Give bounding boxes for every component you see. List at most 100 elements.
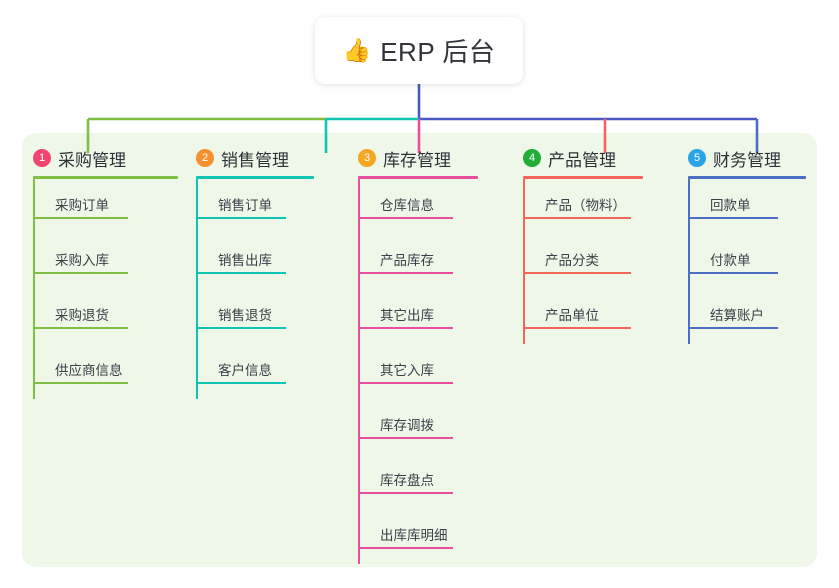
branch-item-underline xyxy=(358,382,453,384)
branch-item-underline xyxy=(688,327,778,329)
branch-underline-3 xyxy=(358,176,478,179)
branch-children-1: 采购订单采购入库采购退货供应商信息 xyxy=(33,179,178,399)
branch-spine-5 xyxy=(688,179,690,344)
branch-header-5[interactable]: 5 财务管理 xyxy=(688,145,806,171)
branch-title-2: 销售管理 xyxy=(221,150,289,170)
branch-item[interactable]: 产品（物料） xyxy=(523,179,643,234)
branch-item-underline xyxy=(358,327,453,329)
branch-item-underline xyxy=(358,547,453,549)
branch-item-label: 销售出库 xyxy=(218,253,272,268)
branch-item-label: 仓库信息 xyxy=(380,198,434,213)
branch-badge-3: 3 xyxy=(358,149,376,167)
branch-item-underline xyxy=(33,327,128,329)
branch-item-underline xyxy=(196,217,286,219)
branch-item[interactable]: 库存调拨 xyxy=(358,399,478,454)
branch-item-underline xyxy=(358,492,453,494)
branch-column-2: 2 销售管理销售订单销售出库销售退货客户信息 xyxy=(196,145,314,399)
branch-children-3: 仓库信息产品库存其它出库其它入库库存调拨库存盘点出库库明细 xyxy=(358,179,478,564)
branch-badge-1: 1 xyxy=(33,149,51,167)
branch-item-label: 客户信息 xyxy=(218,363,272,378)
branch-item-underline xyxy=(523,272,631,274)
branch-spine-1 xyxy=(33,179,35,399)
branch-item-label: 采购入库 xyxy=(55,253,109,268)
branch-badge-5: 5 xyxy=(688,149,706,167)
branch-item-label: 采购订单 xyxy=(55,198,109,213)
branch-item-label: 库存调拨 xyxy=(380,418,434,433)
branch-item[interactable]: 采购入库 xyxy=(33,234,178,289)
branch-item-label: 产品分类 xyxy=(545,253,599,268)
branch-spine-3 xyxy=(358,179,360,564)
branch-column-5: 5 财务管理回款单付款单结算账户 xyxy=(688,145,806,344)
root-node[interactable]: 👍 ERP 后台 xyxy=(315,17,523,84)
branch-item-underline xyxy=(196,382,286,384)
branch-item[interactable]: 销售退货 xyxy=(196,289,314,344)
branch-badge-4: 4 xyxy=(523,149,541,167)
branch-item[interactable]: 客户信息 xyxy=(196,344,314,399)
branch-item[interactable]: 采购退货 xyxy=(33,289,178,344)
branch-item[interactable]: 采购订单 xyxy=(33,179,178,234)
branch-item[interactable]: 付款单 xyxy=(688,234,806,289)
branch-spine-2 xyxy=(196,179,198,399)
branch-item-underline xyxy=(688,272,778,274)
branch-item[interactable]: 产品库存 xyxy=(358,234,478,289)
branch-item-underline xyxy=(358,272,453,274)
branch-column-4: 4 产品管理产品（物料） 产品分类产品单位 xyxy=(523,145,643,344)
branch-spine-4 xyxy=(523,179,525,344)
branch-item-underline xyxy=(358,217,453,219)
branch-item-underline xyxy=(33,382,128,384)
branch-item[interactable]: 仓库信息 xyxy=(358,179,478,234)
root-title: ERP 后台 xyxy=(380,37,496,67)
branch-item[interactable]: 其它出库 xyxy=(358,289,478,344)
branch-underline-4 xyxy=(523,176,643,179)
branch-item-label: 出库库明细 xyxy=(380,528,448,543)
branch-item[interactable]: 回款单 xyxy=(688,179,806,234)
branch-children-4: 产品（物料） 产品分类产品单位 xyxy=(523,179,643,344)
branch-item[interactable]: 库存盘点 xyxy=(358,454,478,509)
branch-header-3[interactable]: 3 库存管理 xyxy=(358,145,478,171)
branch-underline-1 xyxy=(33,176,178,179)
branch-header-2[interactable]: 2 销售管理 xyxy=(196,145,314,171)
branch-badge-2: 2 xyxy=(196,149,214,167)
branch-header-4[interactable]: 4 产品管理 xyxy=(523,145,643,171)
branch-underline-2 xyxy=(196,176,314,179)
branch-item-label: 采购退货 xyxy=(55,308,109,323)
branch-item-underline xyxy=(196,327,286,329)
branch-item[interactable]: 结算账户 xyxy=(688,289,806,344)
branch-item-underline xyxy=(358,437,453,439)
root-node-content: 👍 ERP 后台 xyxy=(343,32,496,69)
branch-item-underline xyxy=(33,272,128,274)
branch-item-label: 产品单位 xyxy=(545,308,599,323)
branch-underline-5 xyxy=(688,176,806,179)
branches-panel xyxy=(22,133,817,567)
branch-item[interactable]: 出库库明细 xyxy=(358,509,478,564)
thumbs-up-icon: 👍 xyxy=(342,37,372,63)
branch-children-2: 销售订单销售出库销售退货客户信息 xyxy=(196,179,314,399)
branch-item-label: 销售退货 xyxy=(218,308,272,323)
branch-item-underline xyxy=(196,272,286,274)
branch-item-underline xyxy=(523,217,631,219)
branch-item[interactable]: 销售出库 xyxy=(196,234,314,289)
branch-item-underline xyxy=(33,217,128,219)
branch-item-label: 其它入库 xyxy=(380,363,434,378)
branch-item-label: 回款单 xyxy=(710,198,751,213)
branch-item[interactable]: 产品单位 xyxy=(523,289,643,344)
branch-title-5: 财务管理 xyxy=(713,150,781,170)
branch-children-5: 回款单付款单结算账户 xyxy=(688,179,806,344)
branch-item-label: 产品库存 xyxy=(380,253,434,268)
branch-title-3: 库存管理 xyxy=(383,150,451,170)
branch-item-label: 其它出库 xyxy=(380,308,434,323)
branch-item-label: 库存盘点 xyxy=(380,473,434,488)
branch-item-label: 供应商信息 xyxy=(55,363,123,378)
branch-item-label: 产品（物料） xyxy=(545,198,626,213)
branch-item[interactable]: 其它入库 xyxy=(358,344,478,399)
branch-title-4: 产品管理 xyxy=(548,150,616,170)
branch-item-underline xyxy=(523,327,631,329)
branch-item-label: 销售订单 xyxy=(218,198,272,213)
branch-item[interactable]: 销售订单 xyxy=(196,179,314,234)
branch-item[interactable]: 产品分类 xyxy=(523,234,643,289)
branch-column-3: 3 库存管理仓库信息产品库存其它出库其它入库库存调拨库存盘点出库库明细 xyxy=(358,145,478,564)
branch-item[interactable]: 供应商信息 xyxy=(33,344,178,399)
